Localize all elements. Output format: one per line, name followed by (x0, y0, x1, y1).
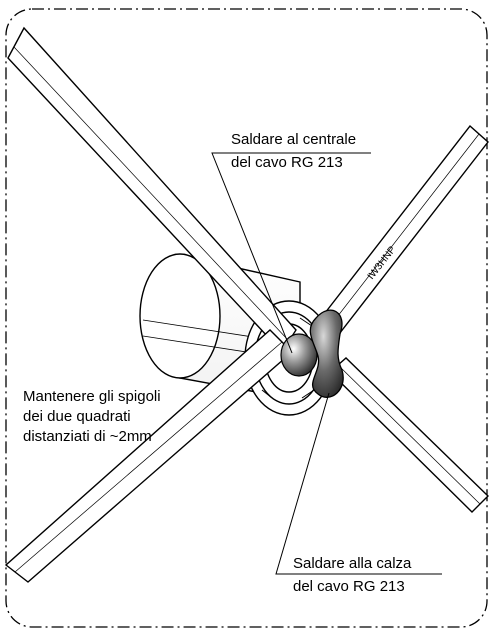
leader-center-conductor (211, 152, 371, 354)
solder-shield (309, 309, 344, 398)
wire-lower-left (4, 329, 294, 583)
label-center-conductor-line2: del cavo RG 213 (231, 154, 343, 171)
leader-shield (275, 392, 442, 575)
label-spacing-line3: distanziati di ~2mm (23, 428, 152, 445)
label-center-conductor-line1: Saldare al centrale (231, 131, 357, 148)
label-spacing-note: Mantenere gli spigoli dei due quadrati d… (23, 387, 161, 447)
label-shield-line1: Saldare alla calza (293, 555, 412, 572)
frame-border (5, 8, 488, 628)
label-spacing-line1: Mantenere gli spigoli (23, 388, 161, 405)
solder-center-conductor (280, 333, 318, 377)
wire-lower-right (328, 357, 489, 513)
label-shield: Saldare alla calza del cavo RG 213 (293, 554, 411, 597)
label-spacing-line2: dei due quadrati (23, 408, 131, 425)
wire-upper-left (7, 26, 297, 354)
label-center-conductor: Saldare al centrale del cavo RG 213 (231, 130, 356, 173)
label-shield-line2: del cavo RG 213 (293, 578, 405, 595)
